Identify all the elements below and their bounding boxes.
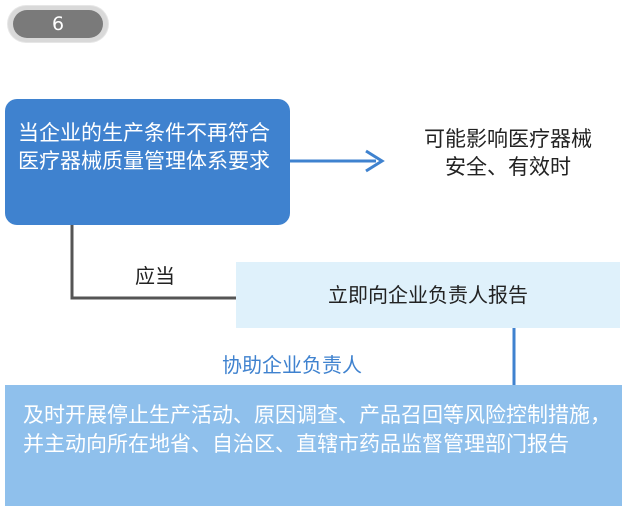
connector-should: [70, 225, 236, 300]
step-number: 6: [13, 10, 103, 38]
step-badge: 6: [8, 6, 108, 42]
label-assist: 协助企业负责人: [222, 353, 362, 377]
arrow-to-consequence-head: [365, 149, 385, 173]
condition-box: 当企业的生产条件不再符合医疗器械质量管理体系要求: [5, 99, 290, 225]
consequence-line-1: 可能影响医疗器械: [424, 127, 592, 151]
consequence-line-2: 安全、有效时: [445, 155, 571, 179]
label-should: 应当: [135, 264, 175, 288]
actions-box: 及时开展停止生产活动、原因调查、产品召回等风险控制措施，并主动向所在地省、自治区…: [5, 385, 622, 506]
consequence-text: 可能影响医疗器械 安全、有效时: [388, 125, 627, 181]
report-box: 立即向企业负责人报告: [236, 262, 620, 328]
